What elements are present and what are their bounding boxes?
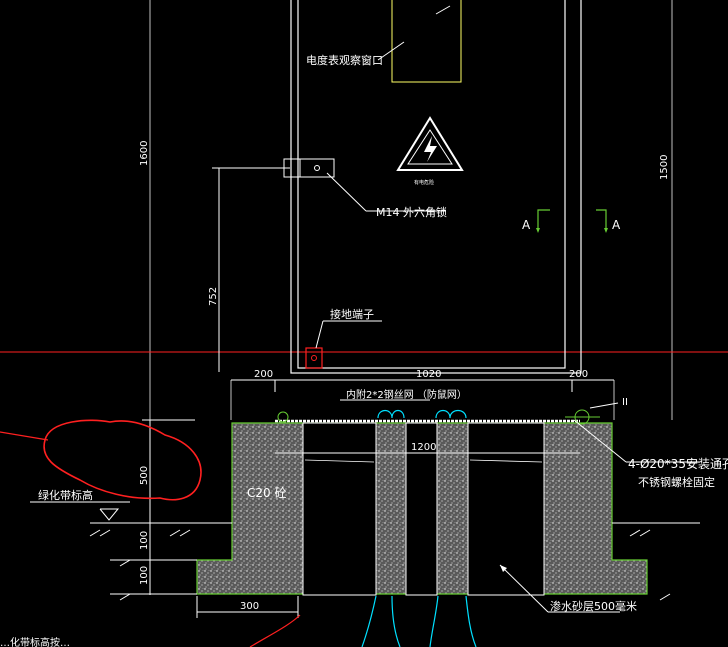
inner-mesh-label: 内附2*2钢丝网 （防鼠网）	[346, 388, 467, 401]
grade-lines	[30, 501, 700, 601]
anchor-holes-label-1: 4-Ø20*35安装通孔	[628, 456, 728, 471]
green-level-label: 绿化带标高	[38, 488, 93, 502]
horizontal-dims	[196, 379, 614, 618]
dim-200-right: 200	[569, 369, 588, 380]
ground-terminal-symbol	[305, 320, 382, 369]
lightning-icon	[424, 136, 437, 162]
dim-1600: 1600	[139, 141, 150, 166]
warning-sign	[396, 116, 464, 171]
cable-channels	[302, 422, 545, 596]
meter-window	[391, 0, 462, 83]
ground-terminal-label: 接地端子	[330, 308, 374, 321]
section-mark-left: A	[522, 218, 531, 232]
bottom-note: …化带标高按…	[0, 636, 70, 647]
bolts	[277, 409, 600, 425]
anchor-holes-label-2: 不锈钢螺栓固定	[638, 475, 715, 489]
meter-window-label: 电度表观察窗口	[306, 53, 383, 67]
dim-100-a: 100	[139, 531, 150, 550]
section-marks	[537, 209, 607, 230]
concrete-label: C20 砼	[247, 486, 286, 500]
cabinet	[290, 0, 582, 374]
warning-small-label: 有电危险	[414, 179, 434, 186]
cable-loops	[361, 409, 477, 647]
vertical-dims	[142, 167, 290, 595]
dim-100-b: 100	[139, 566, 150, 585]
dim-1200: 1200	[411, 442, 436, 453]
detail-mark: II	[622, 397, 628, 408]
dim-200-left: 200	[254, 369, 273, 380]
section-mark-right: A	[612, 218, 621, 232]
dim-500: 500	[139, 466, 150, 485]
dim-1500: 1500	[659, 155, 670, 180]
meter-window-leader	[377, 41, 405, 61]
gravel-label: 渗水砂层500毫米	[550, 599, 637, 613]
guide-lines	[149, 0, 673, 420]
revision-cloud	[43, 419, 202, 501]
dim-300: 300	[240, 601, 259, 612]
dim-752: 752	[208, 287, 219, 306]
lock-label: M14 外六角锁	[376, 205, 447, 219]
dim-1020: 1020	[416, 369, 441, 380]
